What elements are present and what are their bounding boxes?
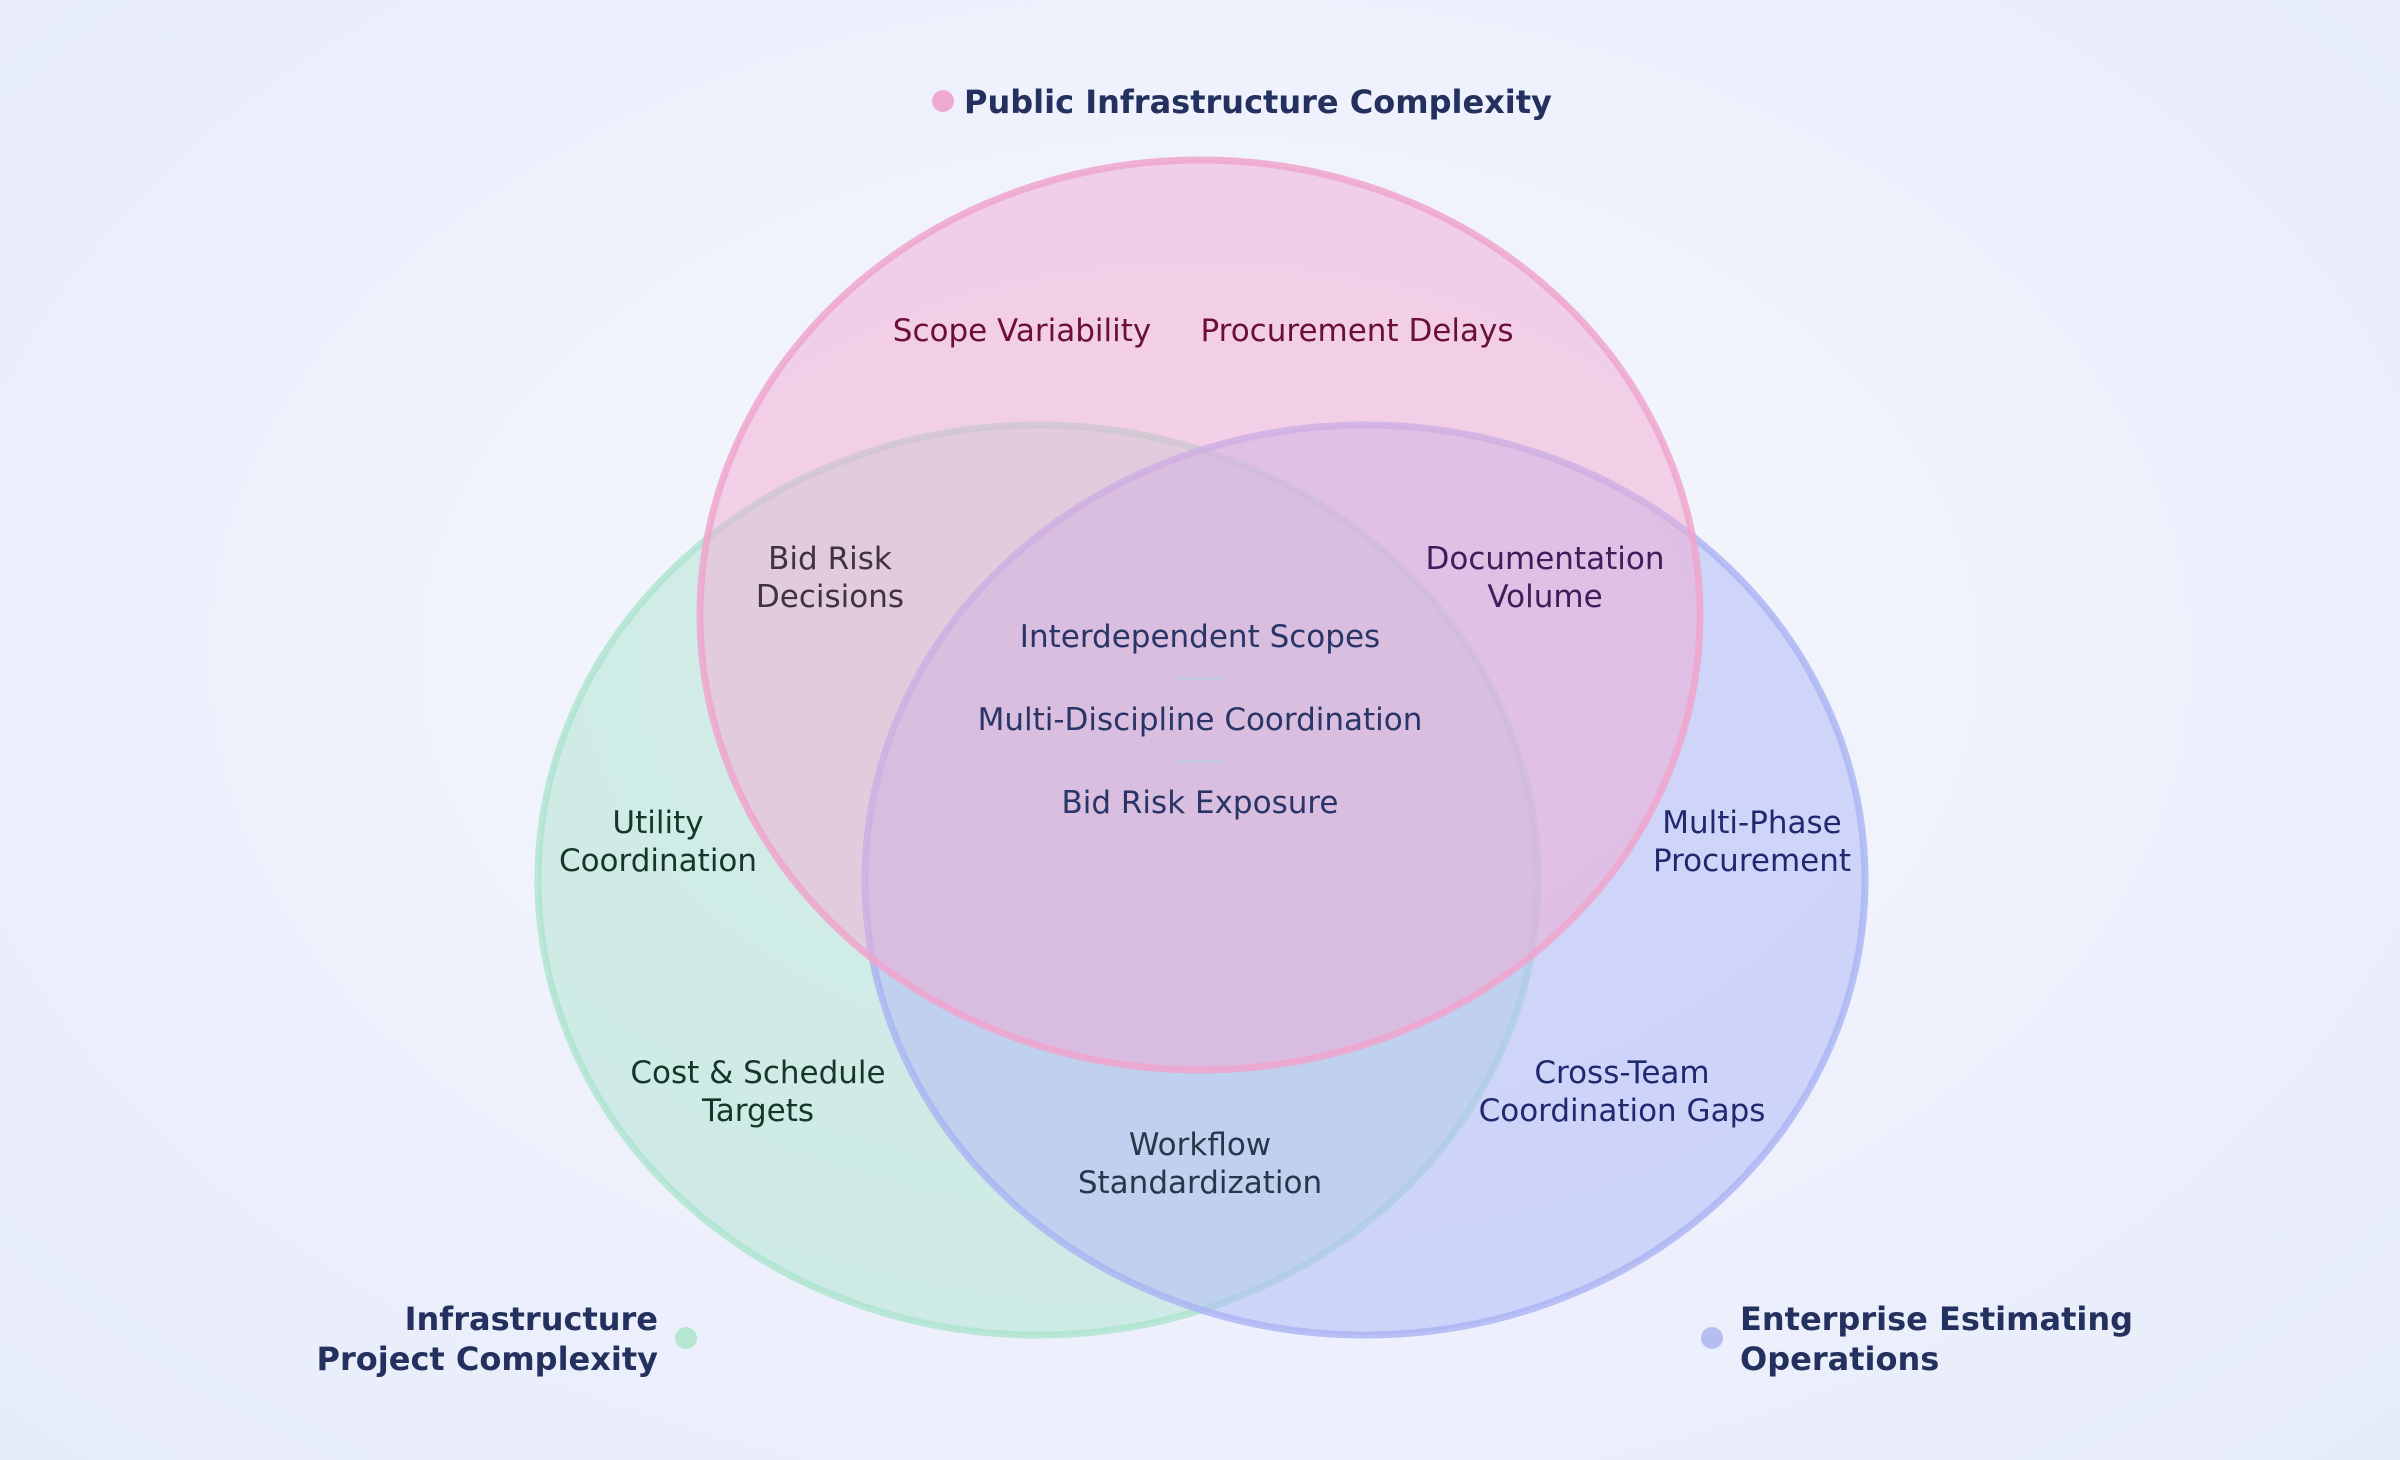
left-set-label-line-2: Project Complexity (316, 1340, 658, 1378)
region-center: Interdependent Scopes Multi-Discipline C… (978, 618, 1423, 822)
center-divider-2 (1174, 760, 1225, 763)
center-item-3: Bid Risk Exposure (1061, 785, 1339, 821)
right-set-label: Enterprise Estimating Operations (1740, 1299, 2133, 1379)
left-set-dot (675, 1327, 697, 1349)
region-left-item-1: Utility Coordination (558, 805, 758, 879)
region-right-item-1: Multi-Phase Procurement (1652, 805, 1852, 879)
right-set-dot (1701, 1327, 1723, 1349)
center-divider-1 (1174, 677, 1225, 680)
region-left-item-2: Cost & Schedule Targets (630, 1055, 886, 1129)
center-item-2: Multi-Discipline Coordination (977, 702, 1423, 738)
top-set-dot (932, 90, 954, 112)
set-circle-top (696, 156, 1704, 1074)
region-left-right: Workflow Standardization (1077, 1127, 1323, 1201)
left-set-label: Infrastructure Project Complexity (317, 1299, 658, 1379)
region-right-item-2: Cross-Team Coordination Gaps (1478, 1055, 1766, 1129)
region-top-left: Bid Risk Decisions (755, 541, 905, 615)
right-set-label-line-2: Operations (1740, 1340, 1940, 1378)
region-top-right: Documentation Volume (1425, 541, 1665, 615)
right-set-label-line-1: Enterprise Estimating (1740, 1300, 2134, 1338)
center-item-1: Interdependent Scopes (1019, 619, 1381, 655)
region-top-item-2: Procurement Delays (1200, 313, 1514, 349)
top-set-label: Public Infrastructure Complexity (964, 83, 1552, 121)
region-top-item-1: Scope Variability (892, 313, 1152, 349)
left-set-label-line-1: Infrastructure (404, 1300, 658, 1338)
